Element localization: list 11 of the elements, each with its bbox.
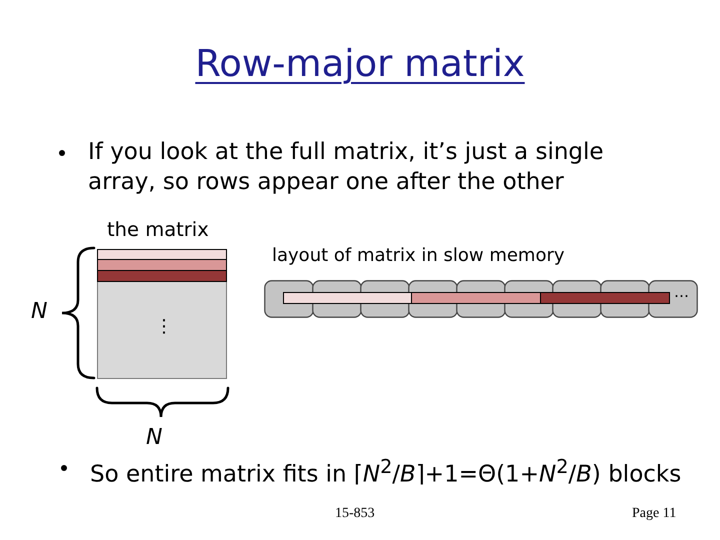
footer-text: 15-853 <box>335 505 375 523</box>
brace-label: N <box>31 298 48 326</box>
ellipsis: … <box>674 285 689 300</box>
matrix-caption: the matrix <box>107 219 209 241</box>
slide-title: Row-major matrix <box>195 41 525 87</box>
memory-caption: layout of matrix in slow memory <box>272 245 565 267</box>
bullet-text: So entire matrix fits in ⌈N$^{2}$/B⌉+1=Θ(1+N$^{2}$/B) blocks <box>90 454 682 490</box>
page-number: Page 11 <box>632 505 676 523</box>
bullet-text: If you look at the full matrix, it’s just a single array, so rows appear one after the other <box>88 138 605 197</box>
vertical-ellipsis: ⋮ <box>155 318 173 336</box>
brace-label: N <box>146 424 162 452</box>
